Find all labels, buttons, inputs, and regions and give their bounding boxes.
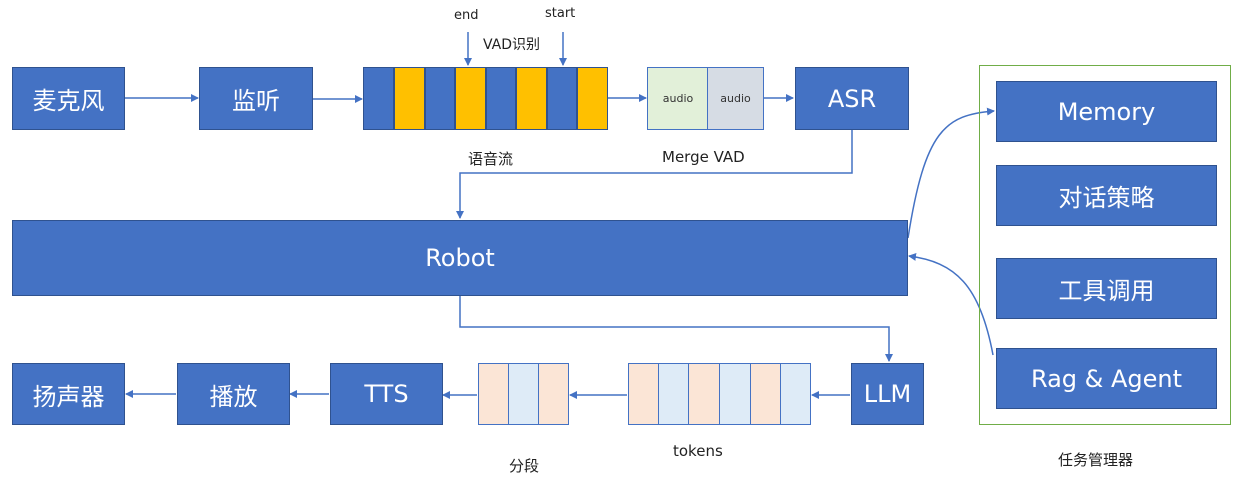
llm-box: LLM (851, 363, 924, 425)
stream-vad-segment (455, 67, 486, 130)
token-cell (628, 363, 659, 425)
token-strip (628, 363, 811, 425)
segment-cell (508, 363, 539, 425)
task-manager-frame (979, 65, 1231, 425)
vad-label: VAD识别 (483, 37, 541, 53)
stream-cell (363, 67, 394, 130)
audio-stream (363, 67, 608, 130)
segment-strip (478, 363, 569, 425)
speaker-box: 扬声器 (12, 363, 125, 425)
token-cell (750, 363, 781, 425)
stream-vad-segment (394, 67, 425, 130)
stream-cell (486, 67, 516, 130)
stream-vad-segment (516, 67, 547, 130)
memory-box: Memory (996, 81, 1217, 142)
segment-label: 分段 (509, 457, 540, 475)
stream-cell (547, 67, 577, 130)
listen-box: 监听 (199, 67, 313, 130)
end-label: end (454, 8, 479, 23)
audio-stream-label: 语音流 (468, 150, 514, 168)
merge-vad-label: Merge VAD (662, 148, 745, 166)
arrow-rag-to-robot (908, 252, 994, 356)
start-label: start (545, 6, 576, 21)
robot-box: Robot (12, 220, 908, 296)
segment-cell (478, 363, 509, 425)
rag-agent-box: Rag & Agent (996, 348, 1217, 409)
token-cell (688, 363, 720, 425)
dialog-policy-box: 对话策略 (996, 165, 1217, 226)
segment-cell (538, 363, 569, 425)
stream-cell (425, 67, 455, 130)
token-cell (719, 363, 751, 425)
tts-box: TTS (330, 363, 443, 425)
token-cell (658, 363, 689, 425)
play-box: 播放 (177, 363, 290, 425)
task-manager-label: 任务管理器 (1058, 451, 1134, 469)
merged-audio-2: audio (707, 67, 764, 130)
token-cell (780, 363, 811, 425)
arrow-robot-to-llm (459, 296, 893, 362)
stream-vad-segment (577, 67, 608, 130)
tool-call-box: 工具调用 (996, 258, 1217, 319)
merged-audio-1: audio (647, 67, 709, 130)
arrow-asr-to-robot (456, 130, 853, 219)
microphone-box: 麦克风 (12, 67, 125, 130)
arrow-robot-to-memory (907, 107, 995, 239)
asr-box: ASR (795, 67, 909, 130)
tokens-label: tokens (673, 442, 723, 460)
